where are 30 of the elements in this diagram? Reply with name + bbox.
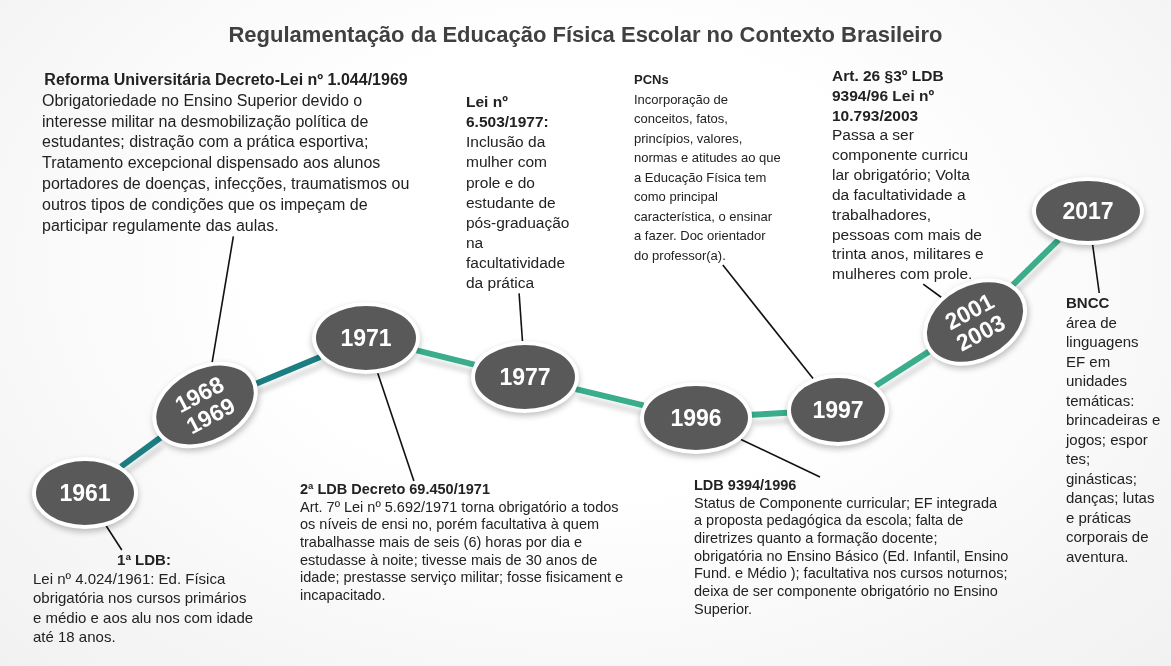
leader-line [518, 292, 524, 342]
event-description: Incorporação de conceitos, fatos, princípios, valores, normas e atitudes ao que a Educação Física tem como principal característica, o ensinar a fazer. Doc orientador do professor(a). [634, 90, 782, 265]
event-description: Obrigatoriedade no Ensino Superior devido o interesse militar na desmobilização política de estudantes; distração com a prática esportiva; Tratamento excepcional dispensado aos alunos portadores de doenças, infecções, traumatismos ou outros tipos de condições que os impeçam de participar regulamente das aulas. [42, 90, 410, 236]
event-heading: Lei nº 6.503/1977: [466, 92, 550, 133]
event-heading: 2ª LDB Decreto 69.450/1971 [300, 481, 491, 499]
timeline-segment [415, 347, 476, 368]
event-description: Status de Componente curricular; EF integrada a proposta pedagógica da escola; falta de diretrizes quanto a formação docente; obrigatória no Ensino Básico (Ed. Infantil, Ensino Fund. e Médio ); facultativa nos cursos noturnos; deixa de ser componente obrigatório no Ensino Superior. [694, 494, 1009, 619]
year-ellipse: 2017 [1032, 177, 1144, 245]
timeline-segment [575, 386, 645, 409]
leader-line [376, 372, 415, 482]
timeline-segment [255, 354, 322, 387]
leader-line [211, 235, 235, 364]
event-heading: Reforma Universitária Decreto-Lei nº 1.044/1969 [43, 70, 409, 90]
event-description: Inclusão da mulher com prole e do estudante de pós-graduação na facultatividade da prática [466, 132, 571, 294]
event-heading: BNCC [1066, 293, 1111, 313]
leader-line [1091, 244, 1101, 294]
event-description: Lei nº 4.024/1961: Ed. Física obrigatória nos cursos primários e médio e aos alu nos com idade até 18 anos. [33, 569, 255, 646]
event-heading: PCNs [634, 71, 670, 89]
leader-line [922, 283, 942, 299]
leader-line [105, 525, 123, 551]
timeline-segment [119, 435, 163, 469]
diagram-title: Regulamentação da Educação Física Escolar no Contexto Brasileiro [227, 22, 944, 48]
event-heading: 1ª LDB: [116, 550, 172, 570]
event-heading: Art. 26 §3º LDB 9394/96 Lei nº 10.793/2003 [832, 66, 945, 126]
event-description: área de linguagens EF em unidades temáticas: brincadeiras e jogos; espor tes; ginásticas; danças; lutas e práticas corporais de aventura. [1066, 312, 1161, 566]
event-description: Art. 7º Lei nº 5.692/1971 torna obrigatório a todos os níveis de ensi no, porém facultativa à quem trabalhasse mais de seis (6) horas por dia e estudasse à noite; tivesse mais de 30 anos de idade; prestasse serviço militar; fosse fisicament e incapacitado. [300, 498, 625, 605]
timeline-segment [751, 409, 788, 418]
year-ellipse: 1961 [32, 457, 138, 529]
timeline-segment [874, 349, 931, 389]
event-heading: LDB 9394/1996 [694, 477, 798, 495]
